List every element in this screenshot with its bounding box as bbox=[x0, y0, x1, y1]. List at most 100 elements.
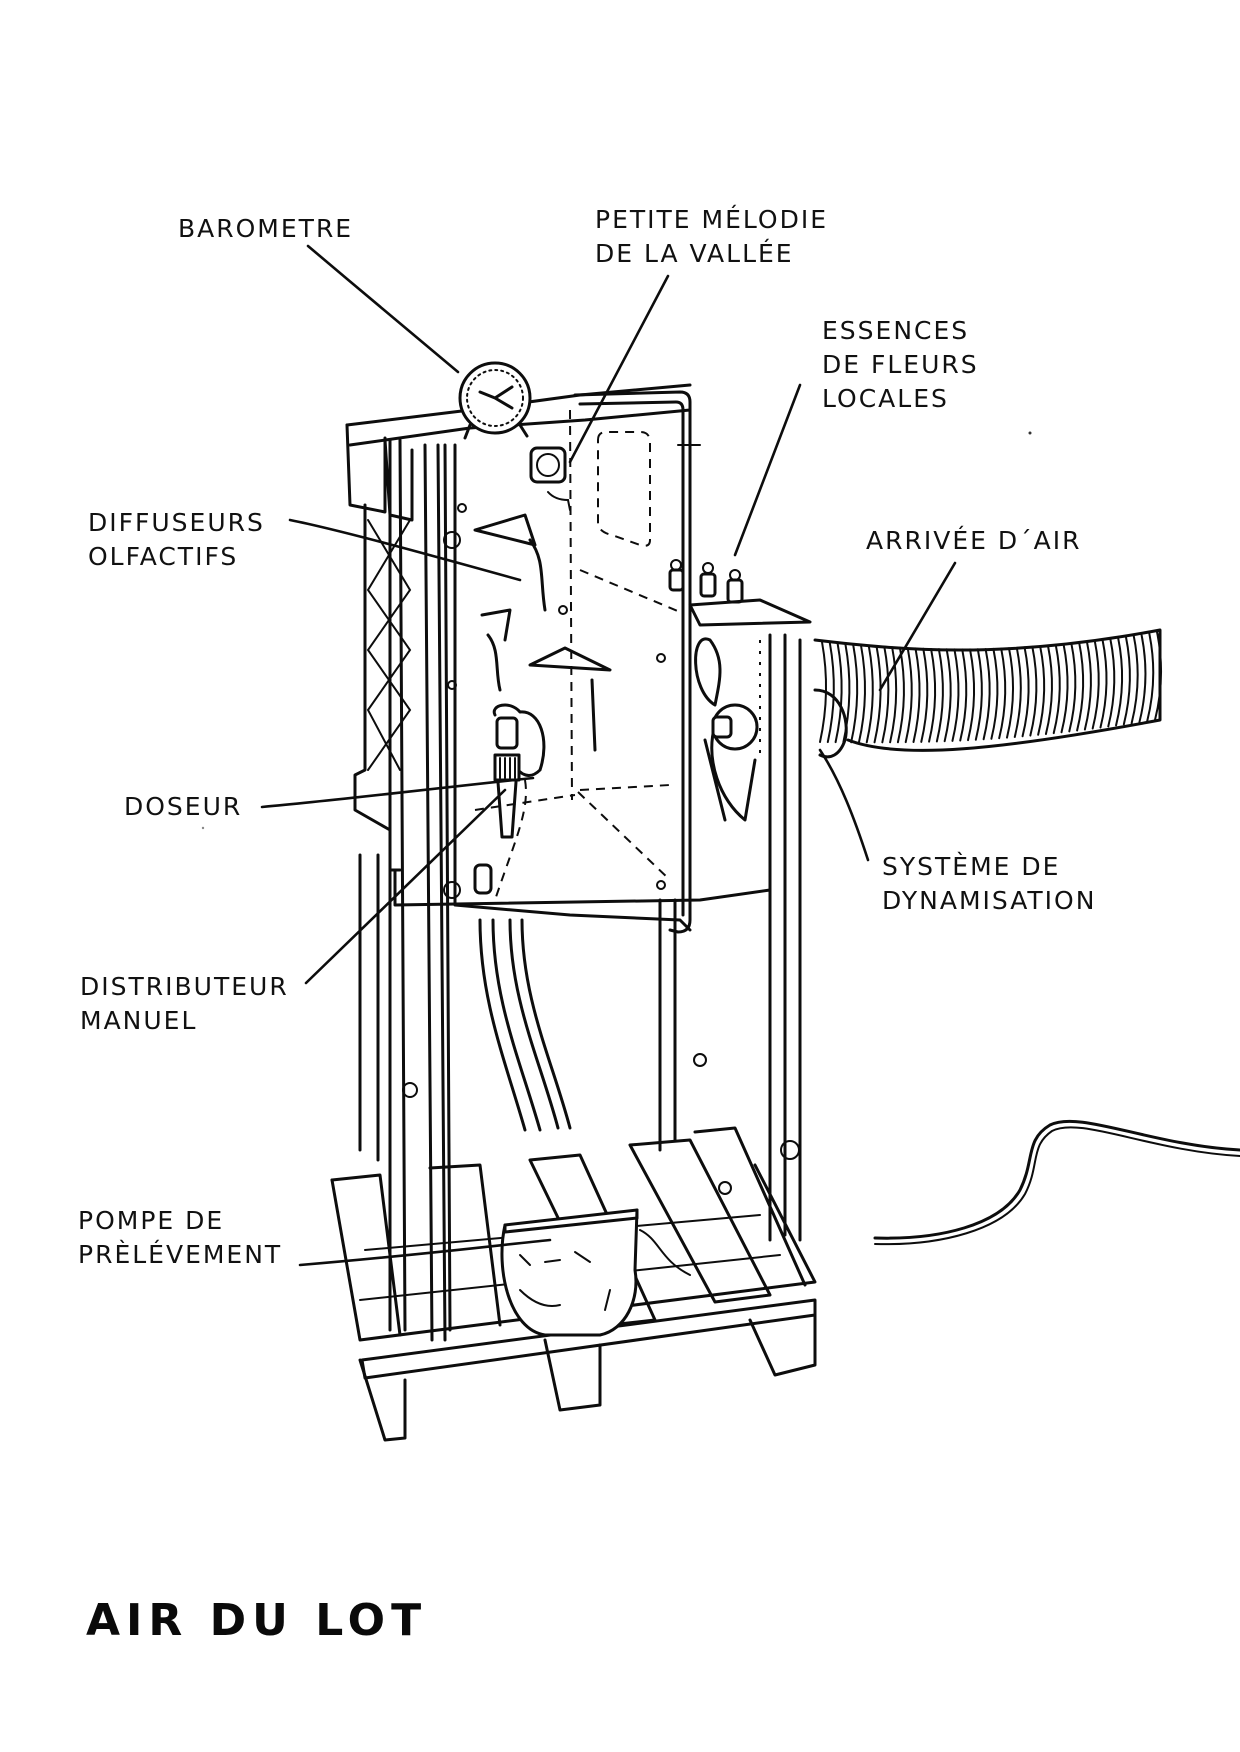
hose-outline bbox=[813, 628, 1162, 752]
label-distributeur-manuel: DISTRIBUTEUR MANUEL bbox=[80, 972, 289, 1035]
pallet-block-right bbox=[748, 1308, 817, 1377]
leader-diffuseurs bbox=[288, 518, 522, 582]
hose-rib bbox=[865, 644, 874, 744]
side-bracket-top bbox=[345, 423, 387, 514]
pallet-bottom-board bbox=[360, 1298, 817, 1380]
hose-rib bbox=[974, 648, 983, 741]
diagram-title: AIR DU LOT bbox=[86, 1595, 428, 1646]
scent-diffusers bbox=[473, 513, 612, 752]
speaker bbox=[529, 446, 571, 511]
label-diffuseurs-olfactifs: DIFFUSEURS OLFACTIFS bbox=[88, 508, 265, 571]
pump-tube bbox=[508, 918, 560, 1130]
hose-rib bbox=[920, 647, 929, 743]
hose-rib bbox=[826, 641, 835, 744]
inner-edge bbox=[579, 569, 681, 613]
hose-rib bbox=[904, 647, 913, 744]
bolt bbox=[656, 880, 666, 890]
propeller-blade-2 bbox=[710, 723, 757, 822]
doser-knurl-lines bbox=[499, 757, 516, 779]
diffuser-wick-1 bbox=[528, 538, 547, 612]
manual-dispenser-valve bbox=[473, 863, 493, 895]
air-intake-hose bbox=[813, 628, 1162, 752]
hose-rib bbox=[881, 645, 890, 744]
leader-distributeur bbox=[304, 788, 507, 985]
doser bbox=[473, 703, 546, 901]
hose-rib bbox=[1099, 638, 1108, 729]
frame-tube-inner bbox=[578, 400, 685, 917]
diffuser-cone-2 bbox=[528, 646, 612, 672]
sampling-pump bbox=[500, 1208, 691, 1337]
leader-essences bbox=[733, 383, 802, 557]
leader-barometre bbox=[306, 244, 460, 374]
bolt bbox=[443, 881, 461, 899]
hose-rib bbox=[943, 648, 952, 743]
doser-body bbox=[495, 716, 519, 750]
bolt bbox=[402, 1082, 418, 1098]
hose-rib bbox=[850, 643, 859, 744]
label-doseur: DOSEUR bbox=[124, 792, 243, 821]
hose-rib bbox=[1130, 634, 1139, 725]
diffuser-cone-1 bbox=[473, 513, 537, 547]
hose-rib bbox=[990, 647, 999, 740]
pump-lid bbox=[503, 1208, 639, 1234]
motor-housing bbox=[813, 688, 848, 759]
hose-rib bbox=[1138, 633, 1147, 724]
hose-rib bbox=[1029, 645, 1038, 737]
hose-rib bbox=[819, 641, 828, 743]
label-barometre: BAROMETRE bbox=[178, 214, 354, 243]
pump-shading bbox=[519, 1289, 611, 1311]
hose-rib bbox=[1021, 646, 1030, 738]
diffuser-cone-3 bbox=[480, 608, 512, 642]
barometer bbox=[458, 361, 532, 440]
pallet-slat-5 bbox=[693, 1126, 807, 1287]
barometer-feet bbox=[463, 423, 529, 440]
power-cable bbox=[873, 1119, 1240, 1240]
doser-bracket bbox=[492, 703, 546, 777]
leader-lines bbox=[260, 244, 957, 1267]
speaker-housing bbox=[529, 446, 567, 484]
hose-rib bbox=[959, 648, 968, 742]
inner-edge bbox=[577, 791, 671, 881]
inner-edge bbox=[569, 409, 573, 801]
bolt bbox=[780, 1140, 800, 1160]
label-systeme-de-dynamisation: SYSTÈME DE DYNAMISATION bbox=[882, 852, 1097, 915]
doser-tube bbox=[494, 779, 527, 901]
hose-rib bbox=[1068, 642, 1077, 733]
pallet-slat-4 bbox=[628, 1138, 772, 1304]
power-cable-inner bbox=[874, 1126, 1240, 1246]
leader-doseur bbox=[260, 776, 535, 809]
propeller-cap bbox=[711, 715, 733, 739]
leader-pompe bbox=[298, 1238, 552, 1267]
speck bbox=[201, 826, 205, 830]
hose-rib bbox=[1044, 644, 1053, 735]
vial bbox=[699, 562, 717, 598]
front-panel-bottom bbox=[453, 443, 692, 932]
hose-rib bbox=[1005, 647, 1014, 739]
pump-shading bbox=[519, 1251, 591, 1266]
vial bbox=[726, 569, 744, 604]
pallet-slat-2 bbox=[428, 1163, 502, 1327]
hose-rib bbox=[857, 644, 866, 744]
hose-rib bbox=[1115, 636, 1124, 727]
speck bbox=[1028, 431, 1032, 435]
vial bbox=[668, 559, 685, 592]
hose-rib bbox=[1076, 641, 1085, 732]
hose-rib bbox=[889, 646, 898, 744]
side-lattice bbox=[366, 519, 412, 771]
frame-posts bbox=[358, 438, 802, 1342]
pump-tube bbox=[491, 918, 542, 1132]
post-right-back bbox=[658, 898, 677, 1152]
leader-systeme bbox=[818, 748, 870, 862]
hose-rib bbox=[896, 646, 905, 744]
pump-tube bbox=[478, 918, 527, 1132]
label-pompe-de-prelevement: POMPE DE PRÈLÉVEMENT bbox=[78, 1206, 283, 1269]
inner-window bbox=[597, 431, 651, 547]
propeller-blade-1 bbox=[694, 637, 722, 707]
pallet-slat-1 bbox=[330, 1173, 402, 1337]
side-panel-outline bbox=[353, 503, 402, 872]
pump-tubes bbox=[478, 918, 572, 1132]
bolt bbox=[443, 531, 461, 549]
side-bracket-inner bbox=[383, 438, 414, 522]
hose-rib bbox=[1154, 631, 1162, 721]
